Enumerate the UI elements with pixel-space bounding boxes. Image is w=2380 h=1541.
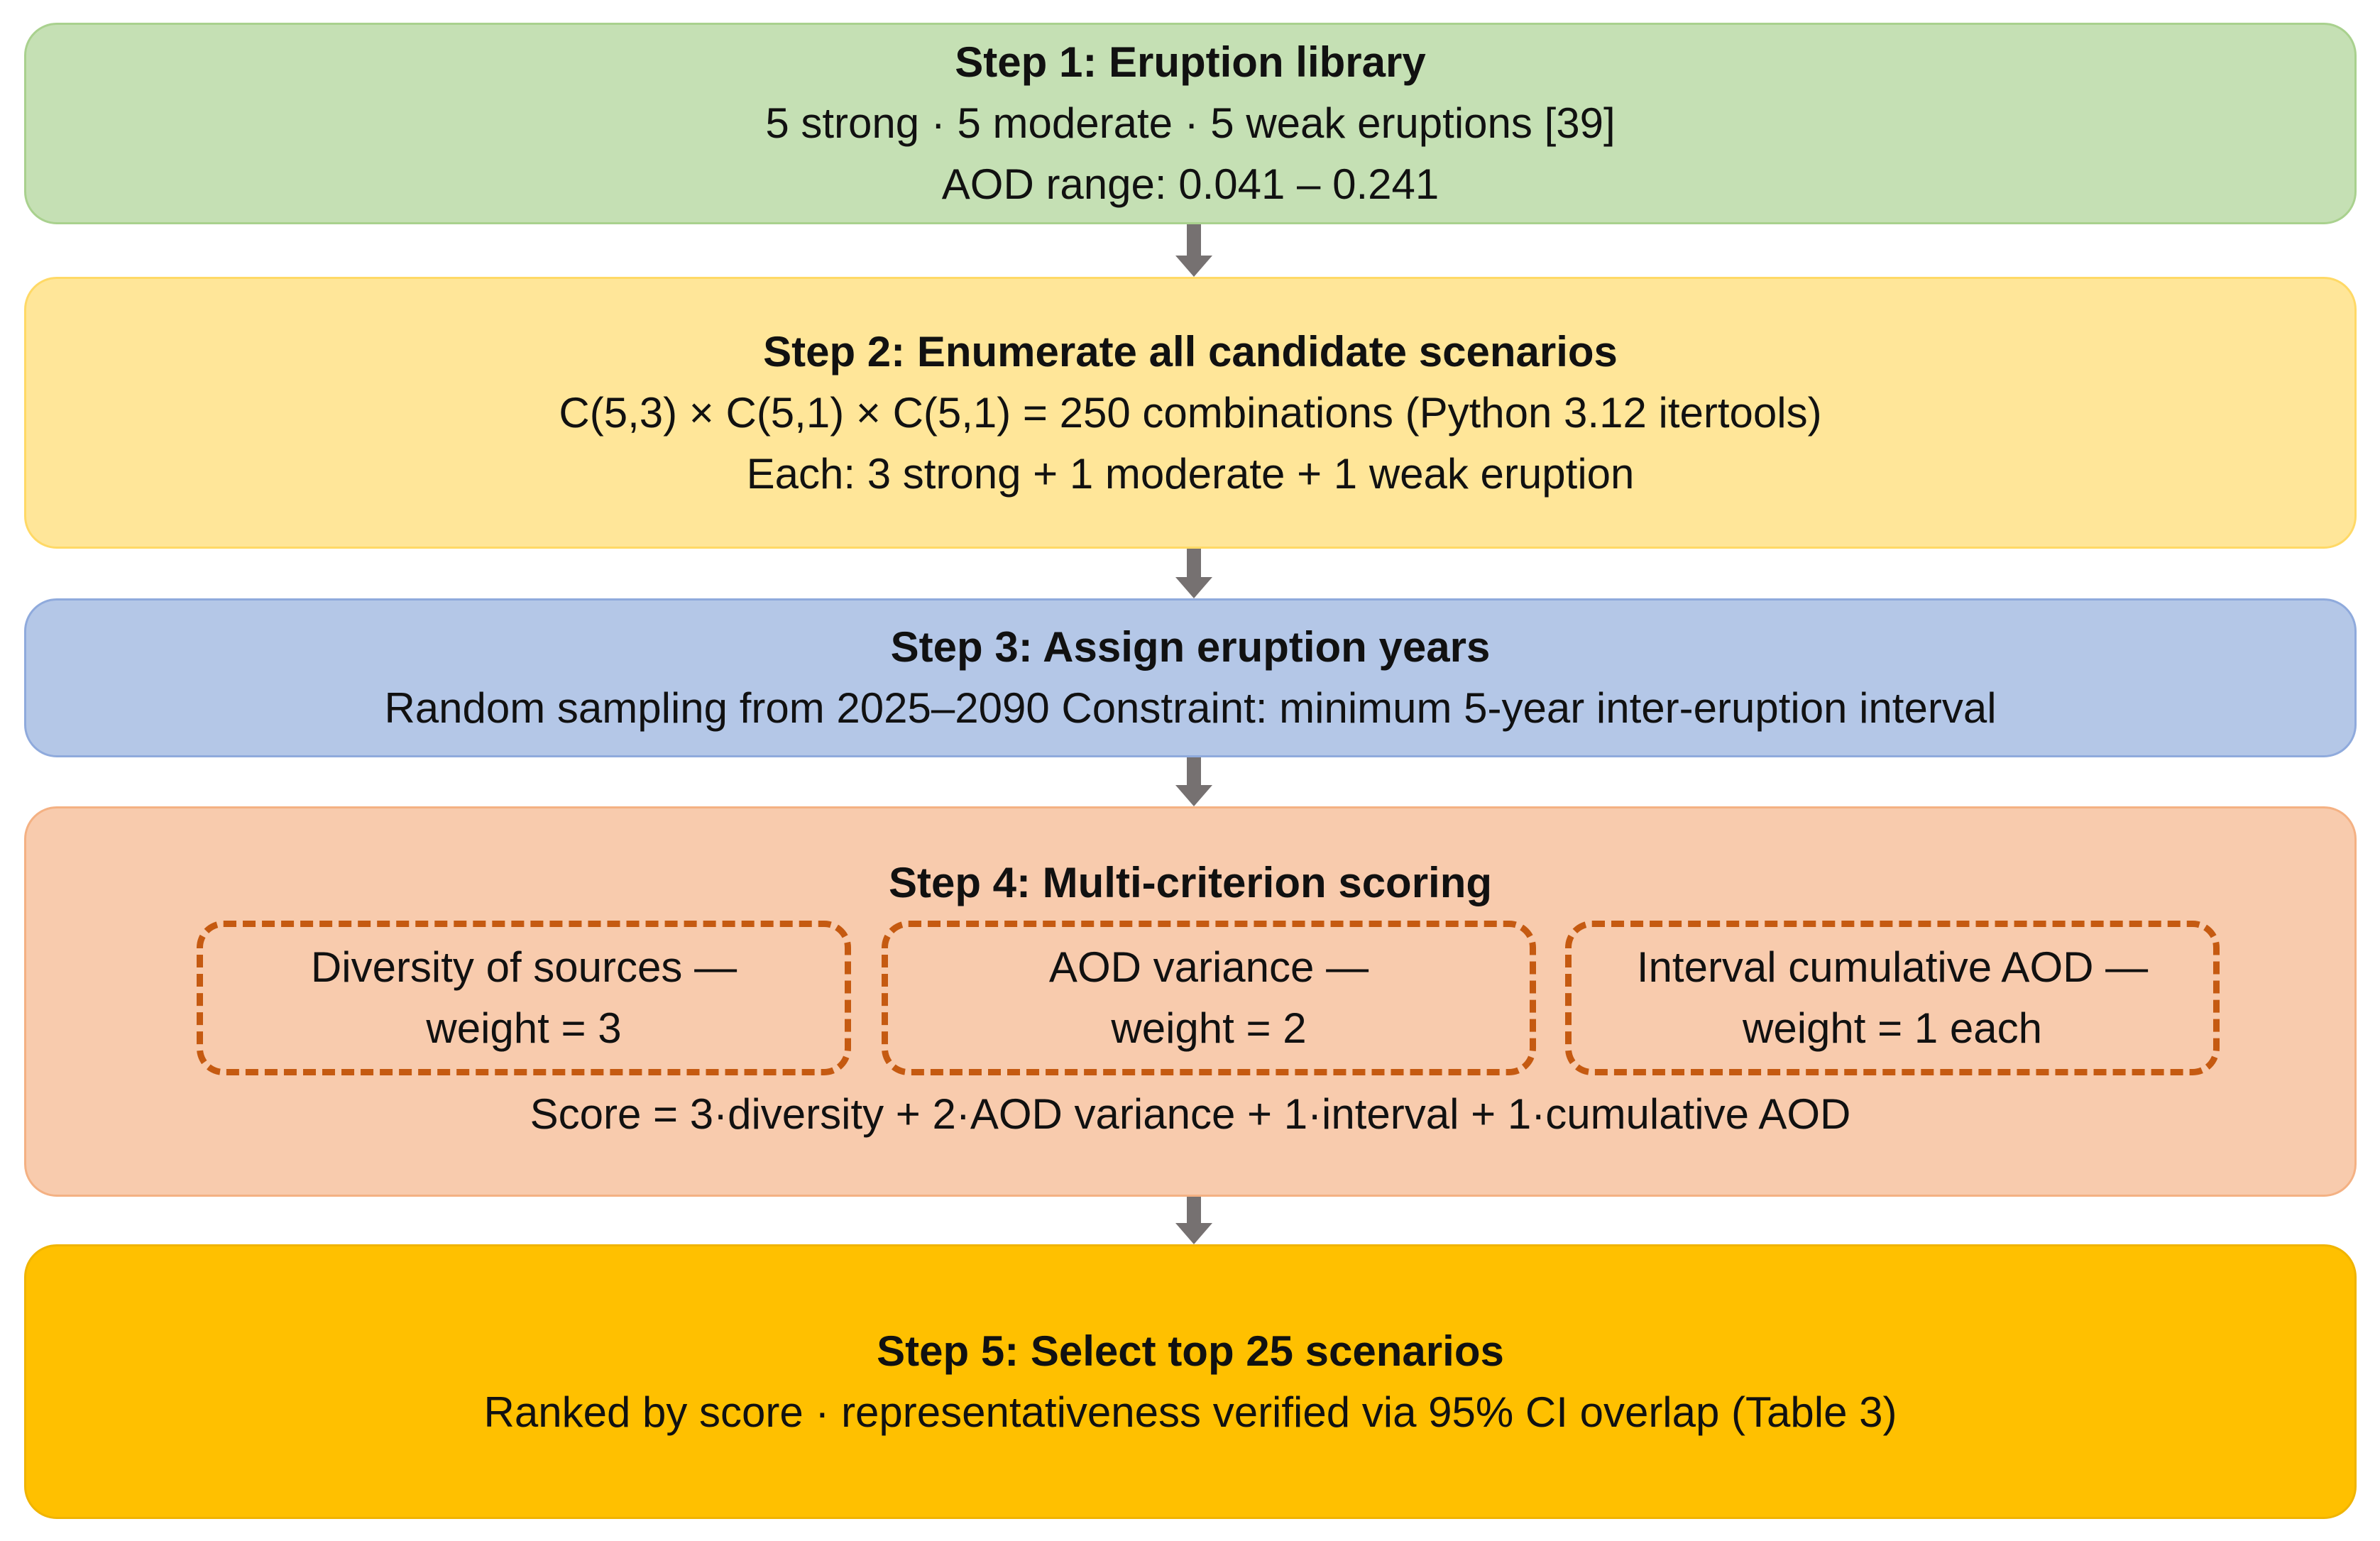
step-2-box: Step 2: Enumerate all candidate scenario… [24, 277, 2357, 549]
criterion-interval-cumulative-aod: Interval cumulative AOD — weight = 1 eac… [1565, 921, 2220, 1075]
step-4-title: Step 4: Multi-criterion scoring [888, 859, 1493, 906]
criterion-aod-variance-line-2: weight = 2 [1111, 1004, 1307, 1052]
criterion-diversity: Diversity of sources — weight = 3 [197, 921, 851, 1075]
step-3-box: Step 3: Assign eruption years Random sam… [24, 598, 2357, 757]
criterion-aod-variance-line-1: AOD variance — [1048, 943, 1369, 991]
step-5-box: Step 5: Select top 25 scenarios Ranked b… [24, 1244, 2357, 1519]
score-formula: Score = 3·diversity + 2·AOD variance + 1… [530, 1090, 1851, 1138]
step-5-line-1: Ranked by score · representativeness ver… [483, 1388, 1897, 1436]
arrow-down-icon [1175, 1197, 1212, 1244]
step-2-line-1: C(5,3) × C(5,1) × C(5,1) = 250 combinati… [559, 388, 1822, 437]
step-3-title: Step 3: Assign eruption years [890, 623, 1491, 671]
step-1-title: Step 1: Eruption library [955, 38, 1426, 86]
criterion-diversity-line-1: Diversity of sources — [310, 943, 737, 991]
criteria-row: Diversity of sources — weight = 3 AOD va… [26, 921, 2354, 1084]
arrow-down-icon [1175, 757, 1212, 806]
step-2-line-2: Each: 3 strong + 1 moderate + 1 weak eru… [746, 449, 1635, 498]
step-4-box: Step 4: Multi-criterion scoring Diversit… [24, 806, 2357, 1197]
arrow-down-icon [1175, 224, 1212, 277]
step-1-line-1: 5 strong · 5 moderate · 5 weak eruptions… [765, 99, 1616, 147]
criterion-interval-line-1: Interval cumulative AOD — [1636, 943, 2149, 991]
step-5-title: Step 5: Select top 25 scenarios [877, 1327, 1504, 1375]
arrow-down-icon [1175, 549, 1212, 598]
step-1-line-2: AOD range: 0.041 – 0.241 [941, 160, 1439, 208]
criterion-diversity-line-2: weight = 3 [426, 1004, 622, 1052]
step-3-line-1: Random sampling from 2025–2090 Constrain… [384, 684, 1997, 732]
criterion-interval-line-2: weight = 1 each [1743, 1004, 2042, 1052]
step-2-title: Step 2: Enumerate all candidate scenario… [763, 327, 1618, 375]
criterion-aod-variance: AOD variance — weight = 2 [882, 921, 1536, 1075]
step-1-box: Step 1: Eruption library 5 strong · 5 mo… [24, 23, 2357, 224]
